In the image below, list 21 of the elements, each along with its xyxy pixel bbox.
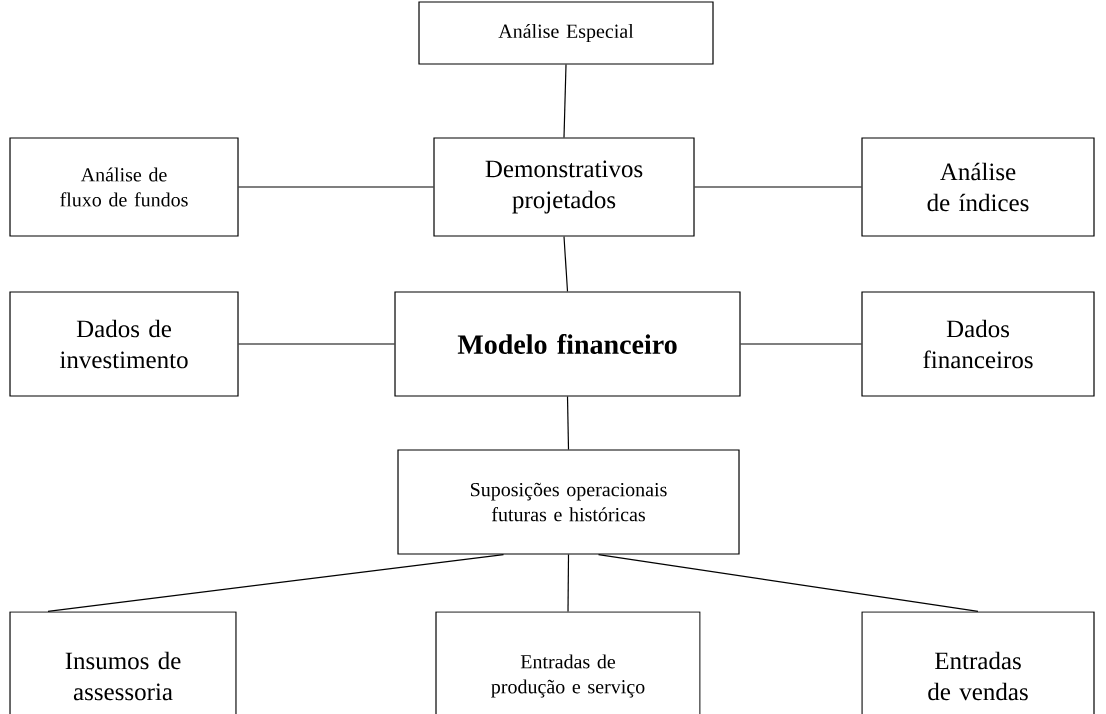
text-box: Modelo financeiro <box>394 291 741 397</box>
connector-line <box>563 64 567 138</box>
connector-line <box>563 236 569 292</box>
connector-line <box>47 554 505 612</box>
connector-line <box>238 186 434 188</box>
text-box: Insumos de assessoria <box>9 611 237 714</box>
connector-line <box>566 396 570 450</box>
connector-line <box>567 554 570 612</box>
text-box: Análise Especial <box>418 1 714 65</box>
connector-line <box>694 186 862 188</box>
connector-line <box>238 343 395 345</box>
text-box: Entradas de vendas <box>861 611 1095 714</box>
text-box: Suposições operacionais futuras e históricas <box>397 449 740 555</box>
text-box: Dados financeiros <box>861 291 1095 397</box>
text-box: Dados de investimento <box>9 291 239 397</box>
text-box: Entradas de produção e serviço <box>435 611 701 714</box>
text-box: Demonstrativos projetados <box>433 137 695 237</box>
connector-line <box>597 554 979 612</box>
text-box: Análise de fluxo de fundos <box>9 137 239 237</box>
text-box: Análise de índices <box>861 137 1095 237</box>
connector-line <box>740 343 862 345</box>
